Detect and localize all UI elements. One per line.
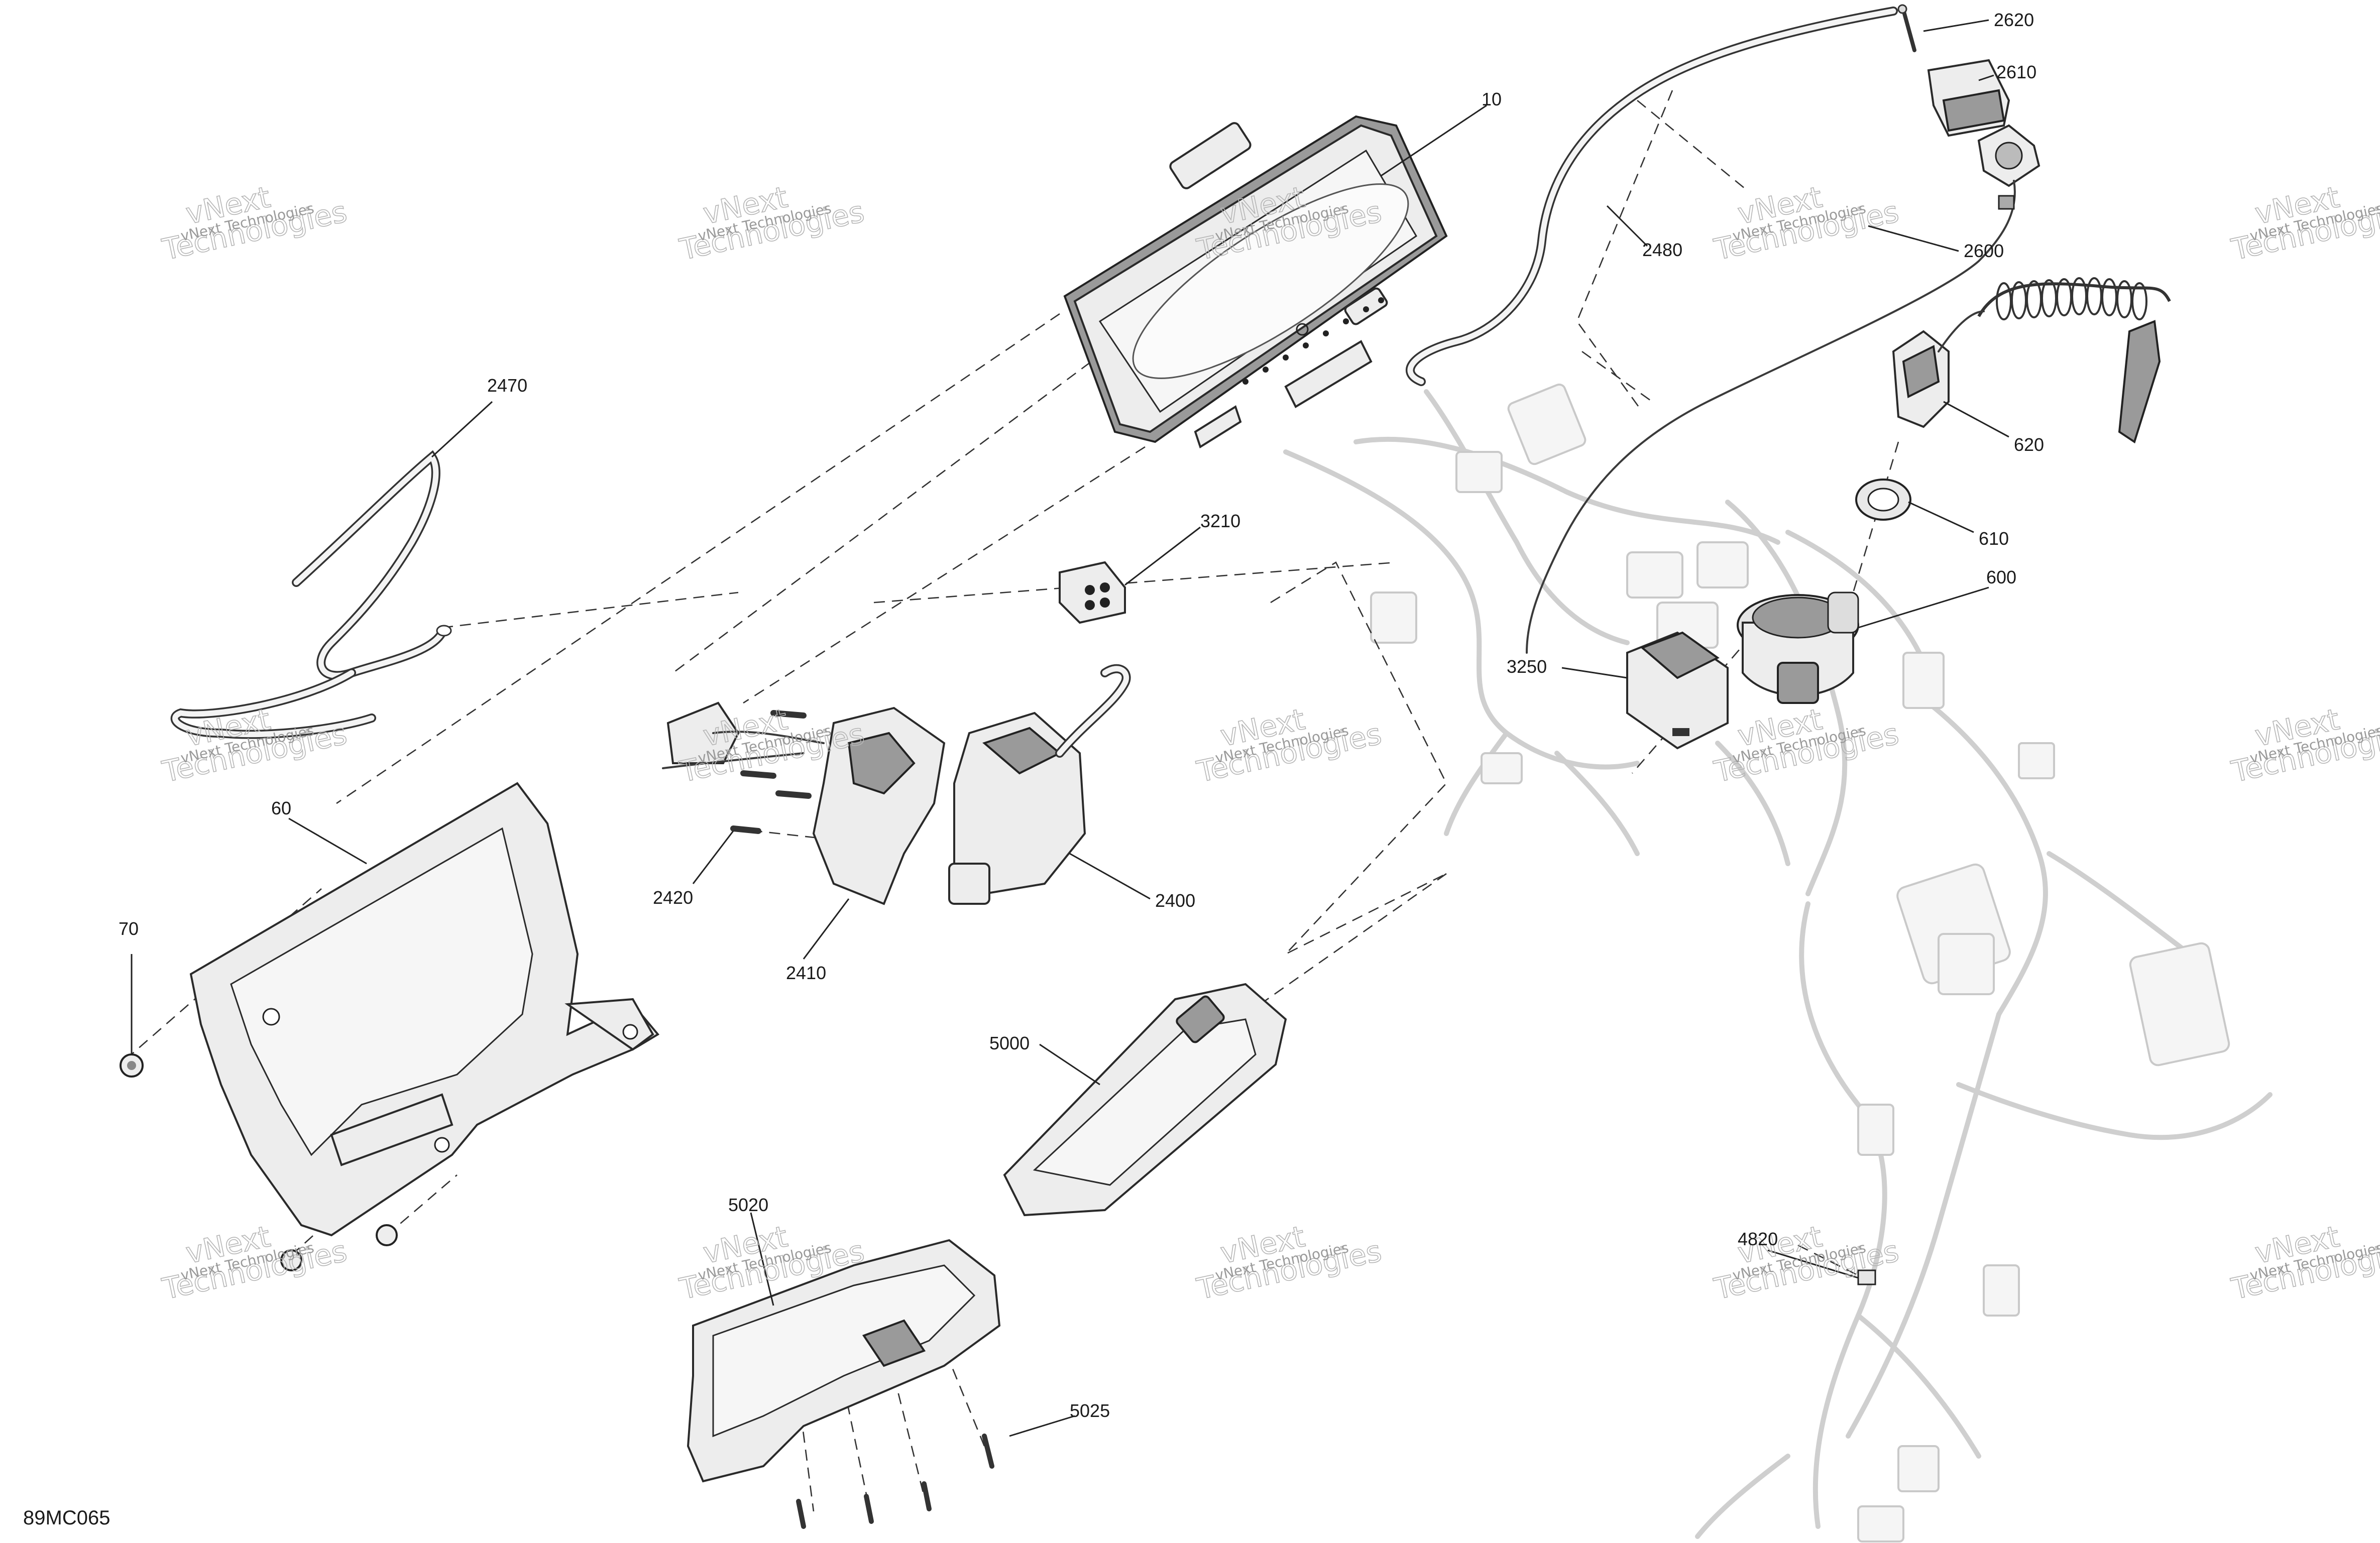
callout-60: 60 xyxy=(271,798,291,818)
callout-2610: 2610 xyxy=(1996,62,2036,82)
part-3250-switch xyxy=(1626,631,1729,750)
part-620-tether-cord xyxy=(1892,277,2171,444)
callout-10: 10 xyxy=(1482,89,1502,109)
callout-5025: 5025 xyxy=(1070,1400,1110,1421)
callout-3210: 3210 xyxy=(1200,511,1240,531)
callout-2400: 2400 xyxy=(1155,890,1195,911)
part-5000-module xyxy=(1003,983,1287,1217)
part-2600-key-switch xyxy=(1526,124,2041,654)
part-70-screws xyxy=(120,1053,398,1271)
callout-5020: 5020 xyxy=(728,1195,768,1215)
part-5020-bracket xyxy=(687,1239,1001,1483)
callout-4820: 4820 xyxy=(1738,1229,1778,1249)
callout-2600: 2600 xyxy=(1964,241,2004,261)
callout-2480: 2480 xyxy=(1642,240,1682,260)
part-10-instrument-cluster xyxy=(1063,115,1448,449)
part-2470-hose xyxy=(170,450,452,739)
part-2610-cap xyxy=(1927,59,2010,137)
part-5025-screws xyxy=(796,1434,994,1529)
diagram-code: 89MC065 xyxy=(23,1507,110,1529)
part-600-tether-switch xyxy=(1737,591,1859,704)
ghosted-wiring-harness xyxy=(1283,383,2273,1542)
callout-2410: 2410 xyxy=(786,963,826,983)
callout-620: 620 xyxy=(2014,434,2044,455)
part-2480-cable xyxy=(1406,7,1898,386)
part-2410-housing xyxy=(812,706,946,905)
callout-3250: 3250 xyxy=(1507,656,1547,677)
cluster-indicator-icons xyxy=(1242,297,1384,385)
callout-610: 610 xyxy=(1979,528,2009,549)
callout-2620: 2620 xyxy=(1994,10,2034,30)
part-2620-pin xyxy=(1897,4,1916,52)
part-2420-screws xyxy=(730,710,812,834)
callout-2420: 2420 xyxy=(653,887,693,908)
part-60-support-bracket xyxy=(189,782,660,1237)
callout-600: 600 xyxy=(1986,567,2016,587)
callout-labels: 10 2620 2610 2480 2600 2470 620 610 3210… xyxy=(23,10,2044,1529)
callout-5000: 5000 xyxy=(989,1033,1030,1053)
part-610-nut xyxy=(1855,479,1911,521)
callout-leaders xyxy=(131,19,2009,1437)
callout-70: 70 xyxy=(119,918,139,939)
left-switch-connector xyxy=(662,701,825,769)
callout-2470: 2470 xyxy=(487,375,527,396)
part-2400-switch-block xyxy=(948,664,1131,905)
part-3210-connector xyxy=(1059,561,1126,624)
